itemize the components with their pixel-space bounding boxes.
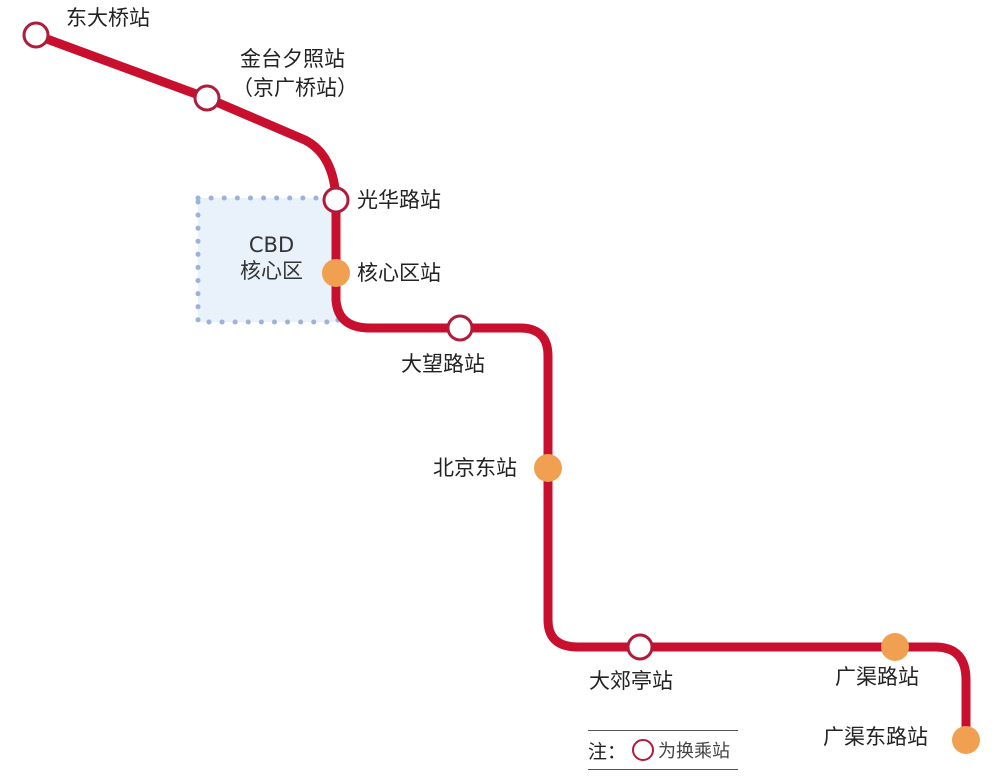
- legend-prefix: 注：: [588, 740, 627, 763]
- station-dawanglu-icon[interactable]: [446, 314, 474, 342]
- station-guanghualu-icon[interactable]: [322, 186, 350, 214]
- transfer-ring-icon: [632, 739, 655, 761]
- subway-line-path: [31, 30, 971, 745]
- cbd-area-box: [195, 195, 341, 325]
- station-label-guanghualu: 光华路站: [357, 188, 441, 212]
- station-dongdaqiao-icon[interactable]: [22, 21, 50, 49]
- legend-text: 为换乘站: [658, 741, 731, 762]
- station-label-jingguangqiao: （京广桥站）: [232, 76, 358, 100]
- cbd-label-line1: CBD: [248, 233, 295, 257]
- station-label-guangqudonglu: 广渠东路站: [823, 725, 928, 749]
- station-beijingdong-icon[interactable]: [534, 454, 562, 482]
- station-label-beijingdong: 北京东站: [433, 456, 517, 480]
- station-label-hexinqu: 核心区站: [357, 261, 441, 285]
- station-label-jintaixizhao: 金台夕照站: [240, 47, 345, 71]
- cbd-area-label: CBD 核心区: [240, 232, 303, 285]
- station-hexinqu-icon[interactable]: [322, 259, 350, 287]
- station-label-guangqulu: 广渠路站: [835, 665, 919, 689]
- station-label-dawanglu: 大望路站: [401, 352, 485, 376]
- legend: 注： 为换乘站: [588, 730, 738, 770]
- station-guangqudonglu-icon[interactable]: [952, 726, 980, 754]
- station-dajiaoting-icon[interactable]: [626, 633, 654, 661]
- station-label-dajiaoting: 大郊亭站: [589, 669, 673, 693]
- station-guangqulu-icon[interactable]: [881, 633, 909, 661]
- station-jintaixizhao-icon[interactable]: [193, 84, 221, 112]
- station-label-dongdaqiao: 东大桥站: [66, 6, 150, 30]
- cbd-label-line2: 核心区: [240, 259, 303, 284]
